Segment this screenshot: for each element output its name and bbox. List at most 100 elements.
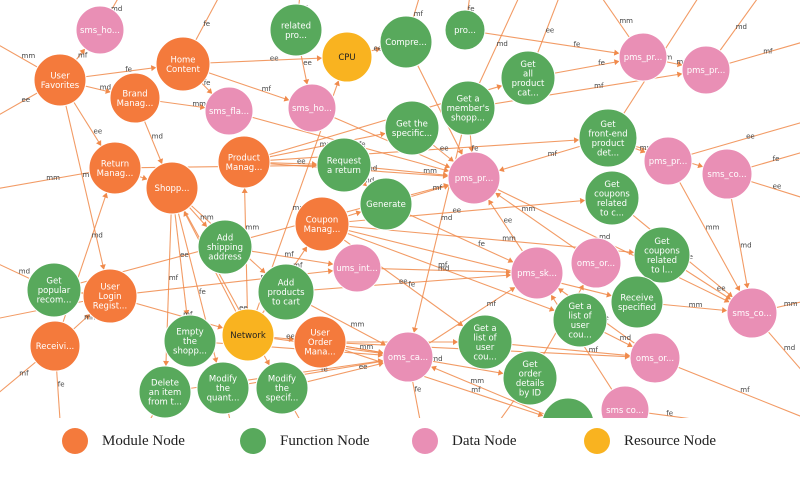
node-data[interactable]: ums_int...: [332, 243, 382, 293]
node-circle[interactable]: [163, 314, 217, 368]
node-circle[interactable]: [502, 350, 558, 406]
node-resource[interactable]: CPU: [321, 31, 373, 83]
node-circle[interactable]: [629, 332, 681, 384]
node-circle[interactable]: [221, 308, 275, 362]
node-circle[interactable]: [294, 196, 350, 252]
node-circle[interactable]: [29, 320, 81, 372]
node-circle[interactable]: [542, 397, 594, 418]
node-data[interactable]: oms_ca...: [382, 331, 434, 383]
node-data[interactable]: pms_pr...: [618, 32, 668, 82]
node-resource[interactable]: Network: [221, 308, 275, 362]
node-circle[interactable]: [681, 45, 731, 95]
node-circle[interactable]: [75, 5, 125, 55]
node-data[interactable]: sms_co...: [701, 148, 753, 200]
node-circle[interactable]: [26, 262, 82, 318]
node-circle[interactable]: [88, 141, 142, 195]
node-data[interactable]: pms_pr...: [643, 136, 693, 186]
node-circle[interactable]: [384, 100, 440, 156]
node-function[interactable]: Compre...: [379, 15, 433, 69]
node-circle[interactable]: [196, 361, 250, 415]
node-circle[interactable]: [552, 292, 608, 348]
node-circle[interactable]: [359, 177, 413, 231]
node-circle[interactable]: [726, 287, 778, 339]
node-data[interactable]: pms_pr...: [681, 45, 731, 95]
node-circle[interactable]: [332, 243, 382, 293]
node-circle[interactable]: [382, 331, 434, 383]
node-circle[interactable]: [500, 50, 556, 106]
node-circle[interactable]: [570, 237, 622, 289]
node-data[interactable]: sms_co...: [726, 287, 778, 339]
node-data[interactable]: sms_fla...: [204, 86, 254, 136]
node-function[interactable]: pro...: [444, 9, 486, 51]
node-data[interactable]: sms co...: [600, 385, 650, 418]
node-circle[interactable]: [82, 268, 138, 324]
node-circle[interactable]: [321, 31, 373, 83]
node-data[interactable]: sms_ho...: [75, 5, 125, 55]
node-circle[interactable]: [257, 263, 315, 321]
node-circle[interactable]: [610, 275, 664, 329]
node-data[interactable]: oms_or...: [629, 332, 681, 384]
node-circle[interactable]: [33, 53, 87, 107]
node-data[interactable]: pms_pr...: [447, 151, 501, 205]
node-circle[interactable]: [109, 72, 161, 124]
node-circle[interactable]: [379, 15, 433, 69]
node-circle[interactable]: [444, 9, 486, 51]
node-circle[interactable]: [600, 385, 650, 418]
node-circle[interactable]: [255, 361, 309, 415]
node-circle[interactable]: [510, 246, 564, 300]
node-module[interactable]: Receivi...: [29, 320, 81, 372]
node-circle[interactable]: [269, 3, 323, 57]
node-circle[interactable]: [457, 314, 513, 370]
node-circle[interactable]: [293, 315, 347, 369]
node-circle[interactable]: [618, 32, 668, 82]
node-data[interactable]: pms_sk...: [510, 246, 564, 300]
node-circle[interactable]: [643, 136, 693, 186]
node-circle[interactable]: [584, 170, 640, 226]
node-circle[interactable]: [217, 135, 271, 189]
node-circle[interactable]: [578, 108, 638, 168]
node-circle[interactable]: [447, 151, 501, 205]
node-data[interactable]: sms_ho...: [287, 83, 337, 133]
node-circle[interactable]: [155, 36, 211, 92]
node-function[interactable]: Generate: [359, 177, 413, 231]
node-circle[interactable]: [316, 137, 372, 193]
node-circle[interactable]: [204, 86, 254, 136]
node-circle[interactable]: [287, 83, 337, 133]
node-circle[interactable]: [440, 80, 496, 136]
node-circle[interactable]: [701, 148, 753, 200]
node-function[interactable]: Callback: [542, 397, 594, 418]
node-circle[interactable]: [145, 161, 199, 215]
node-circle[interactable]: [197, 219, 253, 275]
node-module[interactable]: Shopp...: [145, 161, 199, 215]
node-circle[interactable]: [633, 226, 691, 284]
node-data[interactable]: oms_or...: [570, 237, 622, 289]
node-circle[interactable]: [138, 365, 192, 418]
